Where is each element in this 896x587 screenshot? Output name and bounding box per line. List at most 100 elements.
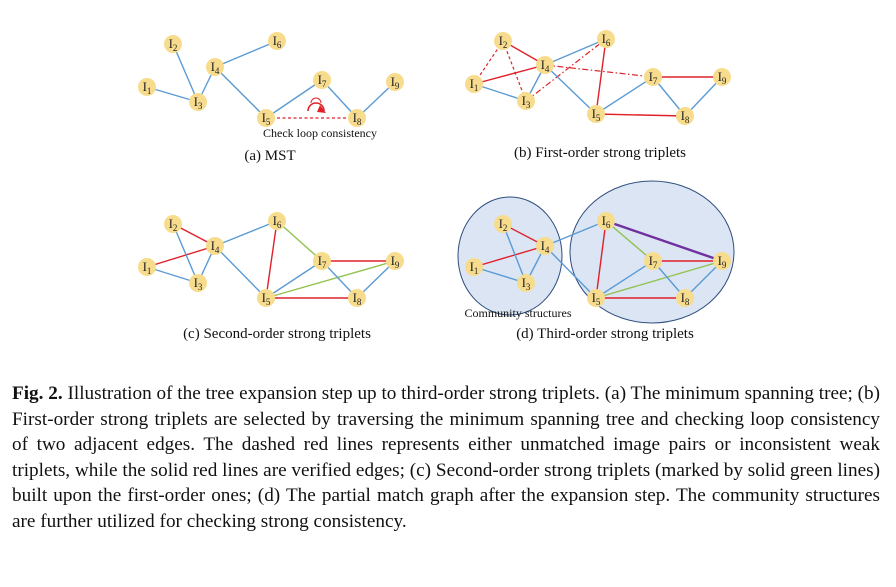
node-index: 6 bbox=[606, 38, 611, 48]
node-prefix: I bbox=[318, 253, 322, 268]
node-index: 6 bbox=[606, 220, 611, 230]
node-prefix: I bbox=[169, 36, 173, 51]
node-prefix: I bbox=[262, 110, 266, 125]
node-d-9: I9 bbox=[713, 252, 731, 270]
svg-text:I6: I6 bbox=[273, 33, 282, 50]
node-prefix: I bbox=[194, 275, 198, 290]
svg-text:I9: I9 bbox=[718, 69, 727, 86]
svg-text:I9: I9 bbox=[718, 253, 727, 270]
svg-text:I5: I5 bbox=[592, 106, 601, 123]
edge-b-5-8 bbox=[595, 113, 686, 117]
node-index: 3 bbox=[526, 282, 531, 292]
edge-d-5-9 bbox=[595, 260, 723, 299]
node-circle bbox=[257, 109, 275, 127]
node-c-4: I4 bbox=[206, 237, 224, 255]
node-index: 5 bbox=[596, 113, 601, 123]
svg-text:I4: I4 bbox=[211, 238, 220, 255]
node-d-2: I2 bbox=[494, 215, 512, 233]
svg-text:I9: I9 bbox=[391, 253, 400, 270]
node-index: 5 bbox=[266, 117, 271, 127]
edge-b-1-3 bbox=[473, 83, 527, 102]
node-circle bbox=[313, 252, 331, 270]
node-index: 4 bbox=[545, 64, 550, 74]
node-a-1: I1 bbox=[138, 78, 156, 96]
node-circle bbox=[189, 274, 207, 292]
node-circle bbox=[386, 73, 404, 91]
edge-a-4-6 bbox=[214, 40, 278, 68]
node-circle bbox=[465, 75, 483, 93]
node-a-8: I8 bbox=[348, 109, 366, 127]
edge-b-5-7 bbox=[595, 76, 654, 115]
node-circle bbox=[536, 56, 554, 74]
node-circle bbox=[164, 215, 182, 233]
node-circle bbox=[189, 93, 207, 111]
node-circle bbox=[348, 289, 366, 307]
node-index: 8 bbox=[357, 297, 362, 307]
node-b-5: I5 bbox=[587, 105, 605, 123]
svg-text:I2: I2 bbox=[499, 33, 508, 50]
node-circle bbox=[676, 107, 694, 125]
node-d-7: I7 bbox=[644, 252, 662, 270]
edge-c-5-9 bbox=[265, 260, 396, 299]
svg-text:I5: I5 bbox=[262, 110, 271, 127]
panel-d-caption: (d) Third-order strong triplets bbox=[516, 326, 694, 342]
panel-a-nodes: I1 I2 I3 I4 I5 I6 bbox=[138, 32, 404, 127]
svg-text:I1: I1 bbox=[470, 259, 479, 276]
svg-text:I7: I7 bbox=[318, 72, 327, 89]
node-prefix: I bbox=[649, 69, 653, 84]
svg-text:I2: I2 bbox=[169, 36, 178, 53]
edge-a-2-3 bbox=[172, 43, 199, 103]
panel-d-nodes: I1 I2 I3 I4 I5 I6 bbox=[465, 212, 731, 307]
node-index: 7 bbox=[653, 76, 658, 86]
node-a-9: I9 bbox=[386, 73, 404, 91]
node-d-1: I1 bbox=[465, 258, 483, 276]
node-d-3: I3 bbox=[517, 274, 535, 292]
node-prefix: I bbox=[211, 238, 215, 253]
node-index: 3 bbox=[198, 101, 203, 111]
node-b-1: I1 bbox=[465, 75, 483, 93]
svg-text:I4: I4 bbox=[541, 238, 550, 255]
svg-text:I8: I8 bbox=[353, 110, 362, 127]
node-circle bbox=[348, 109, 366, 127]
panel-c-nodes: I1 I2 I3 I4 I5 I6 bbox=[138, 212, 404, 307]
node-circle bbox=[713, 68, 731, 86]
edge-d-6-5 bbox=[595, 220, 607, 299]
node-prefix: I bbox=[499, 33, 503, 48]
community-label: Community structures bbox=[465, 306, 572, 320]
node-c-8: I8 bbox=[348, 289, 366, 307]
node-circle bbox=[257, 289, 275, 307]
panel-b-nodes: I1 I2 I3 I 4 I5 I 6 bbox=[465, 30, 731, 125]
svg-text:I2: I2 bbox=[499, 216, 508, 233]
node-d-5: I5 bbox=[587, 289, 605, 307]
edge-d-2-3 bbox=[502, 223, 527, 284]
node-prefix: I bbox=[541, 238, 545, 253]
node-circle bbox=[494, 215, 512, 233]
node-c-7: I7 bbox=[313, 252, 331, 270]
svg-text:I8: I8 bbox=[681, 290, 690, 307]
node-prefix: I bbox=[499, 216, 503, 231]
node-prefix: I bbox=[273, 213, 277, 228]
node-circle bbox=[386, 252, 404, 270]
svg-text:I6: I6 bbox=[273, 213, 282, 230]
node-circle bbox=[313, 71, 331, 89]
panel-c-caption: (c) Second-order strong triplets bbox=[183, 326, 371, 342]
node-b-7: I7 bbox=[644, 68, 662, 86]
node-index: 3 bbox=[526, 100, 531, 110]
svg-text:I8: I8 bbox=[353, 290, 362, 307]
figure-caption: Fig. 2. Illustration of the tree expansi… bbox=[12, 381, 880, 535]
node-d-6: I6 bbox=[597, 212, 615, 230]
node-circle bbox=[536, 237, 554, 255]
figure-illustration: I1 I2 I3 I4 I5 I6 bbox=[138, 30, 735, 342]
node-c-3: I3 bbox=[189, 274, 207, 292]
edge-b-4-6 bbox=[544, 38, 607, 66]
node-circle bbox=[587, 289, 605, 307]
node-index: 9 bbox=[395, 81, 400, 91]
node-prefix: I bbox=[143, 259, 147, 274]
edge-b-4-7 bbox=[544, 64, 654, 78]
loop-arrow-icon bbox=[307, 97, 326, 113]
node-index: 9 bbox=[395, 260, 400, 270]
panel-a-caption: (a) MST bbox=[244, 148, 295, 164]
svg-text:I3: I3 bbox=[522, 93, 531, 110]
node-circle bbox=[268, 32, 286, 50]
node-index: 1 bbox=[474, 266, 479, 276]
